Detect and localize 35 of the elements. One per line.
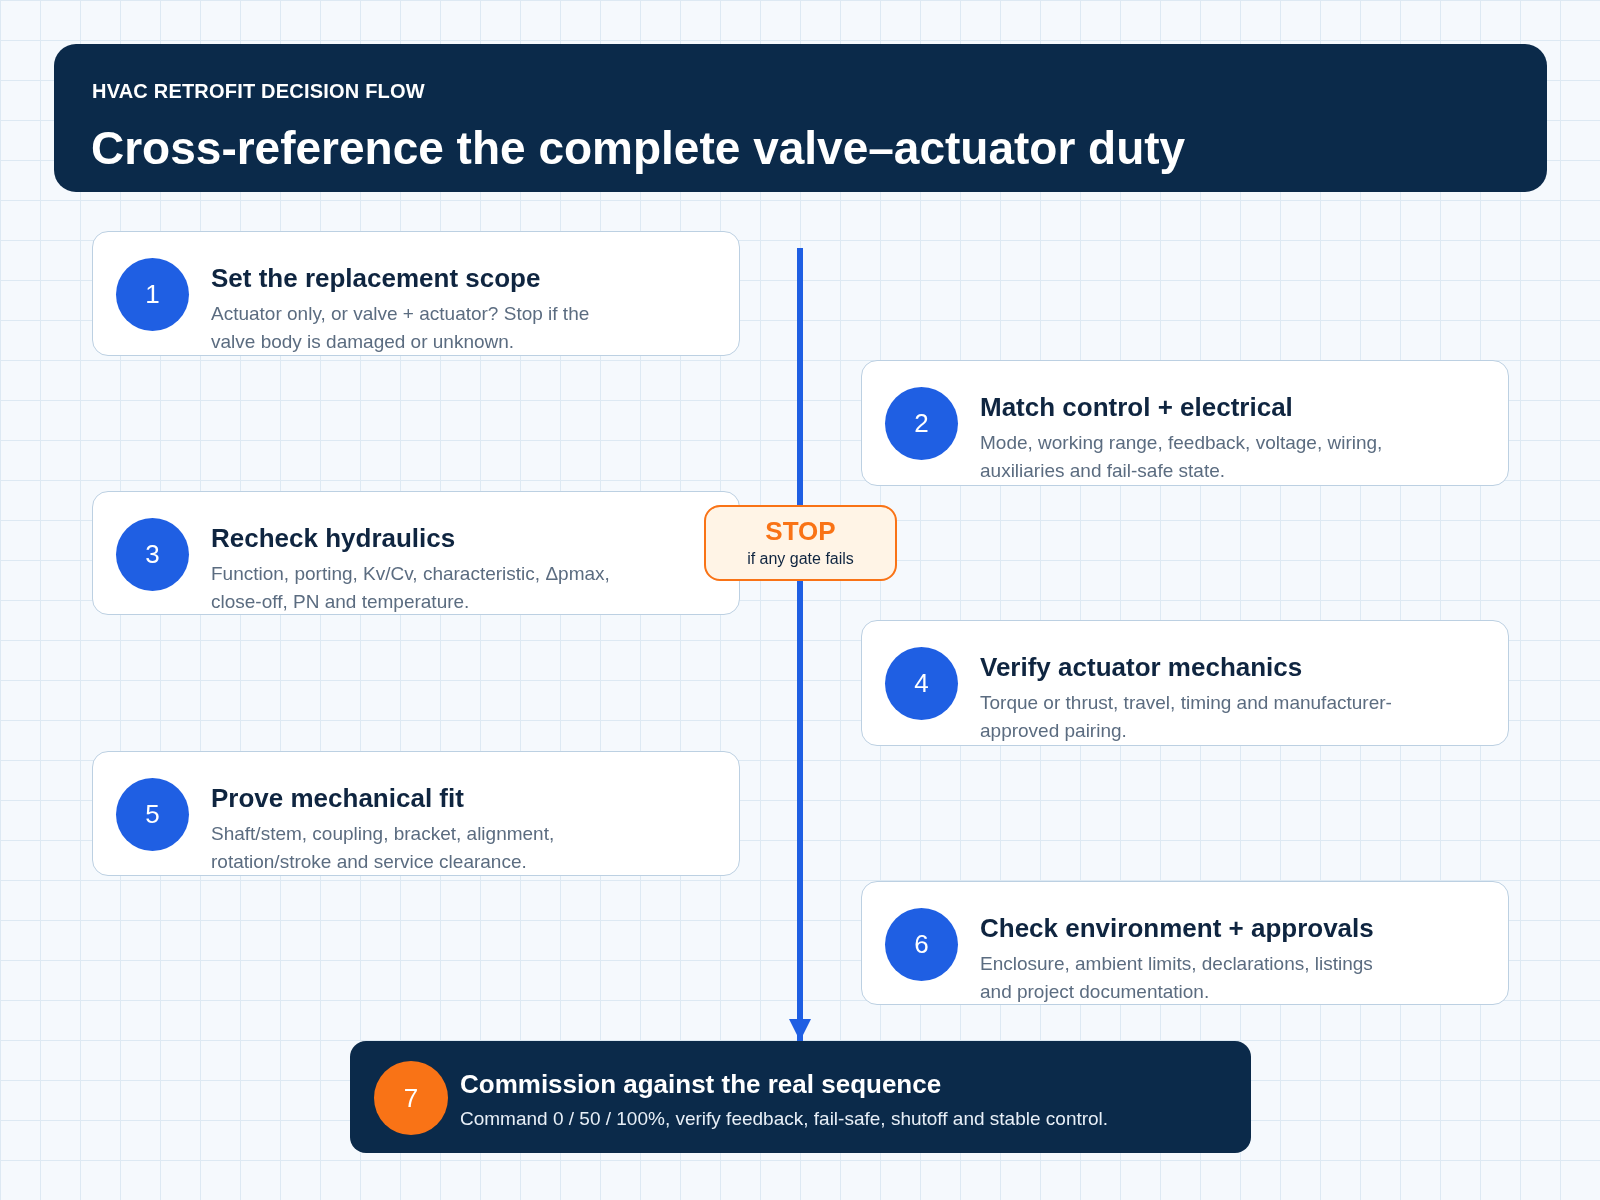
step-number: 5 [116,778,189,851]
eyebrow-text: HVAC RETROFIT DECISION FLOW [92,79,425,104]
step-number: 4 [885,647,958,720]
step-card [861,620,1509,746]
step-card [92,751,740,876]
step-number: 3 [116,518,189,591]
final-step-card [350,1041,1251,1153]
step-title: Commission against the real sequence [460,1068,942,1100]
step-title: Check environment + approvals [980,912,1374,944]
arrow [789,581,811,1041]
step-description: Torque or thrust, travel, timing and manufacturer-approved pairing. [980,691,1392,743]
step-title: Set the replacement scope [211,262,541,294]
step-description: Command 0 / 50 / 100%, verify feedback, fail-safe, shutoff and stable control. [460,1107,1109,1131]
step-number: 6 [885,908,958,981]
step-card [92,231,740,356]
step-number: 7 [374,1061,448,1135]
step-title: Prove mechanical fit [211,782,464,814]
step-card [861,360,1509,486]
step-card [92,491,740,615]
title: Cross-reference the complete valve–actuator duty [91,121,1186,176]
step-number: 1 [116,258,189,331]
step-number: 2 [885,387,958,460]
step-description: Function, porting, Kv/Cv, characteristic, Δpmax, close-off, PN and temperature. [211,562,611,614]
stop-heading: STOP [765,515,836,547]
step-title: Recheck hydraulics [211,522,456,554]
step-description: Actuator only, or valve + actuator? Stop if the valve body is damaged or unknown. [211,302,591,354]
step-description: Enclosure, ambient limits, declarations, listings and project documentation. [980,952,1374,1004]
step-title: Match control + electrical [980,391,1293,423]
step-description: Mode, working range, feedback, voltage, wiring, auxiliaries and fail-safe state. [980,431,1384,483]
stop-condition: if any gate fails [747,549,854,569]
step-title: Verify actuator mechanics [980,651,1303,683]
step-description: Shaft/stem, coupling, bracket, alignment, rotation/stroke and service clearance. [211,822,556,874]
stop-callout [704,505,897,581]
connector-line [797,248,803,505]
step-card [861,881,1509,1005]
